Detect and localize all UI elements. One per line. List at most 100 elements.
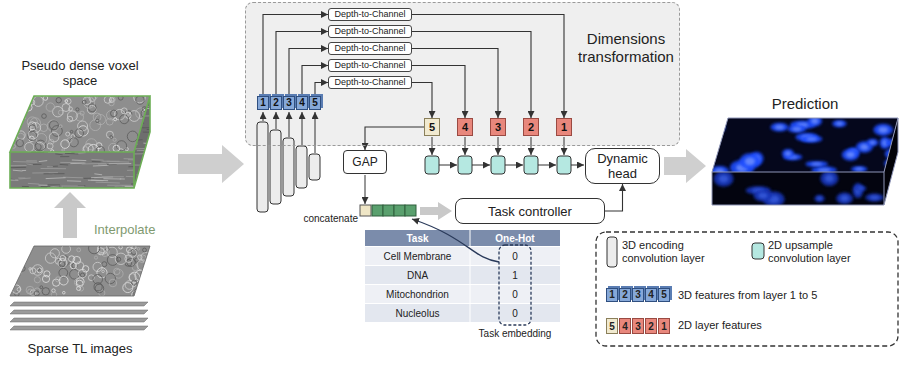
nucleus-glow xyxy=(814,195,824,202)
cell-texture xyxy=(59,268,68,277)
section-texture xyxy=(142,154,165,156)
interpolate-arrow xyxy=(54,192,86,238)
section-texture xyxy=(72,160,87,162)
legend-text: 3D features from layer 1 to 5 xyxy=(678,289,888,302)
cell-texture xyxy=(58,259,67,268)
cell-texture xyxy=(16,140,23,147)
feature-2d: 4 xyxy=(457,118,473,136)
cell-texture xyxy=(144,284,153,293)
cell-texture xyxy=(110,136,113,139)
feature-cube-3d: 3 xyxy=(283,96,295,110)
nucleus-core xyxy=(708,125,719,131)
decoder-arrow xyxy=(538,165,556,166)
section-texture xyxy=(22,186,29,187)
cell-texture xyxy=(67,111,77,121)
connector xyxy=(276,32,328,97)
cell-texture xyxy=(69,256,75,262)
cell-texture xyxy=(17,288,21,292)
legend-upsample-icon xyxy=(752,243,764,259)
box-label: GAP xyxy=(352,155,377,169)
feature-arrow xyxy=(289,112,290,137)
bracket-label: Task embedding xyxy=(460,328,570,339)
section-texture xyxy=(94,174,102,175)
cell-texture xyxy=(121,108,127,114)
cell-texture xyxy=(125,111,132,118)
cell-texture xyxy=(129,111,140,122)
section-texture xyxy=(139,115,164,117)
nucleus-core xyxy=(719,175,729,183)
section-texture xyxy=(47,166,53,167)
depth-to-channel-box: Depth-to-Channel xyxy=(328,76,412,89)
cell-texture xyxy=(94,256,97,259)
section-texture xyxy=(44,173,65,174)
cell-texture xyxy=(59,125,62,128)
cell-texture xyxy=(106,131,113,138)
decoder-arrow xyxy=(439,165,457,166)
encoder-layer xyxy=(283,138,294,196)
nucleus-core xyxy=(870,141,876,145)
cell-texture xyxy=(34,291,39,296)
thin-slice xyxy=(10,318,148,322)
section-texture xyxy=(109,163,132,164)
cell-texture xyxy=(52,126,63,137)
cell-texture xyxy=(129,274,136,281)
section-texture xyxy=(1,167,27,169)
flow-arrow xyxy=(420,202,452,220)
volume-texture xyxy=(1,152,147,188)
cell-texture xyxy=(114,268,120,274)
cell-texture xyxy=(127,131,138,142)
feature-2d: 5 xyxy=(424,118,440,136)
cell-texture xyxy=(58,256,69,267)
cell-texture xyxy=(49,132,59,142)
table-cell: 0 xyxy=(470,304,560,322)
section-texture xyxy=(46,177,66,179)
prediction-front xyxy=(712,172,884,205)
section-texture xyxy=(92,161,101,162)
box-label: Dynamic head xyxy=(590,151,655,181)
legend-cube-number: 3 xyxy=(632,288,644,302)
cell-texture xyxy=(42,288,49,295)
nucleus-glow xyxy=(865,194,883,202)
table-rule xyxy=(470,230,471,322)
nucleus-glow xyxy=(873,124,893,136)
section-texture xyxy=(128,148,150,150)
cell-texture xyxy=(34,277,40,283)
cell-texture xyxy=(80,111,84,115)
section-texture xyxy=(135,127,157,128)
cell-texture xyxy=(117,257,121,261)
cell-texture xyxy=(10,113,21,124)
nucleus-core xyxy=(785,151,791,156)
cell-texture xyxy=(8,245,14,251)
cell-texture xyxy=(75,278,84,287)
nucleus-glow xyxy=(782,149,794,158)
cell-texture xyxy=(90,120,101,131)
decoder-arrow xyxy=(571,165,584,166)
section-texture xyxy=(26,160,37,161)
section-texture xyxy=(150,154,159,155)
gap-vector xyxy=(360,205,371,216)
cell-texture xyxy=(15,107,18,110)
nucleus-glow xyxy=(855,185,866,191)
section-texture xyxy=(102,176,124,177)
cell-texture xyxy=(37,268,42,273)
step-label: concatenate xyxy=(294,213,358,224)
callout-number: 2 xyxy=(273,97,279,109)
upsample-layer xyxy=(425,156,439,174)
legend-feature-number: 5 xyxy=(606,318,618,334)
section-texture xyxy=(93,165,109,167)
step-label: Interpolate xyxy=(94,222,174,237)
box-label: Depth-to-Channel xyxy=(334,26,405,37)
legend-text: 2D upsample convolution layer xyxy=(768,239,888,265)
feature-cube-3d: 2 xyxy=(270,96,282,110)
section-texture xyxy=(133,108,158,109)
box-label: Depth-to-Channel xyxy=(334,60,405,71)
nucleus-core xyxy=(818,168,831,172)
cell-texture xyxy=(135,270,145,280)
table-header-cell: Task xyxy=(365,230,470,246)
cell-texture xyxy=(50,121,59,130)
section-texture xyxy=(41,168,66,169)
section-texture xyxy=(91,159,103,161)
cell-texture xyxy=(113,145,120,152)
cell-texture xyxy=(63,291,66,294)
cell-texture xyxy=(30,268,36,274)
